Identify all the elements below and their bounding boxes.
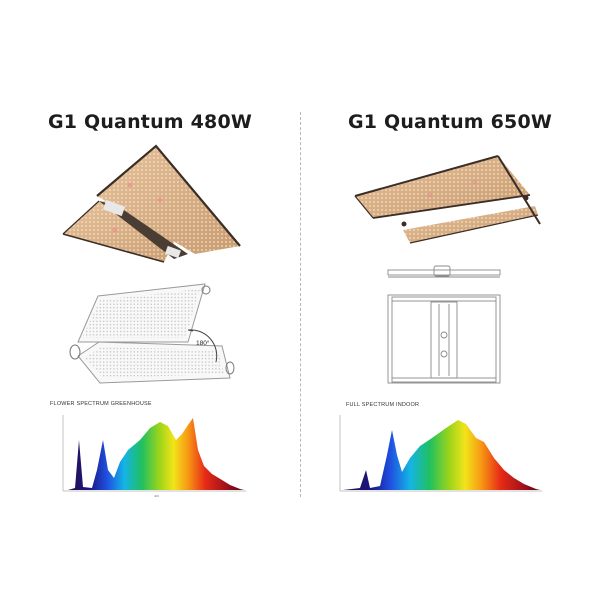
technical-drawing <box>387 265 501 384</box>
product-illustration-480w: 180° 400 <box>62 144 246 498</box>
product-panel-480w: G1 Quantum 480W <box>47 111 253 498</box>
fold-angle-label: 180° <box>196 339 210 347</box>
folding-diagram: 180° <box>69 283 235 384</box>
product-panel-650w: G1 Quantum 650W <box>300 0 600 600</box>
center-divider <box>300 112 301 497</box>
spectrum-chart <box>339 415 542 492</box>
product-title: G1 Quantum 650W <box>347 111 553 133</box>
spectrum-chart: 400 <box>62 415 246 498</box>
spectrum-label: FULL SPECTRUM INDOOR <box>346 402 420 408</box>
light-panel-photo <box>62 144 241 263</box>
product-title: G1 Quantum 480W <box>47 111 253 133</box>
spectrum-label: FLOWER SPECTRUM GREENHOUSE <box>50 401 152 407</box>
svg-text:400: 400 <box>154 494 159 498</box>
product-illustration-650w <box>339 155 542 492</box>
light-panel-photo <box>354 155 541 244</box>
